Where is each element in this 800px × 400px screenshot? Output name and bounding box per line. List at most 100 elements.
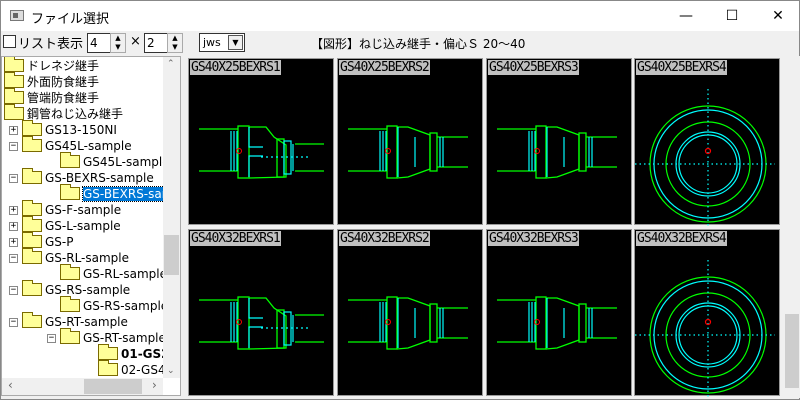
folder-icon	[4, 88, 24, 104]
times-sign: ×	[130, 34, 141, 49]
scroll-right-icon[interactable]: ›	[152, 378, 157, 392]
side-view-drawing	[497, 125, 617, 179]
thumbnail-gs40x32bexrs2[interactable]: GS40X32BEXRS2	[337, 229, 483, 396]
close-button[interactable]: ✕	[772, 8, 784, 24]
folder-icon	[4, 104, 24, 120]
columns-stepper[interactable]: ▲▼	[110, 33, 126, 53]
collapse-icon[interactable]: −	[9, 173, 18, 183]
folder-icon	[22, 168, 42, 184]
grid-vertical-scrollbar[interactable]	[784, 56, 800, 398]
tree-item-label: GS-RT-sample	[83, 331, 163, 345]
collapse-icon[interactable]: −	[9, 253, 18, 263]
tree-item[interactable]: GS-RL-sample	[22, 248, 130, 266]
thumbnail-gs40x25bexrs3[interactable]: GS40X25BEXRS3	[486, 58, 632, 225]
collapse-icon[interactable]: −	[9, 285, 18, 295]
rows-stepper[interactable]: ▲▼	[167, 33, 183, 53]
minimize-button[interactable]: —	[679, 8, 693, 24]
extension-select[interactable]: jws ▼	[199, 33, 245, 52]
title-bar: ファイル選択 — ☐ ✕	[1, 1, 799, 31]
tree-item-label: GS-L-sample	[45, 219, 121, 233]
tree-horizontal-scrollbar[interactable]: ‹ ›	[2, 378, 163, 395]
scroll-left-icon[interactable]: ‹	[8, 378, 13, 392]
thumbnail-gs40x25bexrs4[interactable]: GS40X25BEXRS4	[634, 58, 780, 226]
tree-item[interactable]: 外面防食継手	[4, 72, 100, 90]
thumbnail-label: GS40X25BEXRS2	[339, 60, 430, 75]
thumbnail-gs40x32bexrs3[interactable]: GS40X32BEXRS3	[486, 229, 632, 396]
list-view-label: リスト表示	[18, 37, 84, 52]
tree-item[interactable]: 鋼管ねじ込み継手	[4, 104, 124, 122]
tree-item[interactable]: ドレネジ継手	[4, 57, 100, 74]
tree-item[interactable]: GS-P	[22, 232, 73, 250]
folder-icon	[22, 200, 42, 216]
tree-item-label: 02-GS40RT	[121, 363, 163, 377]
tree-item[interactable]: GS13-150NI	[22, 120, 117, 138]
folder-tree-viewport: ドレネジ継手外面防食継手管端防食継手鋼管ねじ込み継手+GS13-150NI−GS…	[2, 57, 163, 378]
tree-item[interactable]: GS-RT-sample	[22, 312, 128, 330]
expand-icon[interactable]: +	[9, 125, 18, 135]
tree-item[interactable]: GS45L-sample	[22, 136, 132, 154]
thumbnail-label: GS40X25BEXRS4	[636, 60, 727, 75]
thumbnail-gs40x32bexrs1[interactable]: GS40X32BEXRS1	[188, 229, 334, 396]
tree-item[interactable]: 管端防食継手	[4, 88, 99, 106]
thumbnail-gs40x25bexrs2[interactable]: GS40X25BEXRS2	[337, 58, 483, 225]
tree-item[interactable]: 01-GS20-32R	[98, 344, 163, 362]
list-view-checkbox[interactable]	[3, 35, 16, 48]
category-heading: 【図形】ねじ込み継手・偏心Ｓ 20～40	[311, 37, 526, 51]
tree-item[interactable]: 02-GS40RT	[98, 360, 163, 378]
scroll-up-icon[interactable]: ⌃	[167, 59, 175, 69]
tree-item-label: 鋼管ねじ込み継手	[27, 107, 124, 121]
tree-item-label: GS-RL-sample	[45, 251, 130, 265]
maximize-button[interactable]: ☐	[725, 8, 739, 24]
expand-icon[interactable]: +	[9, 205, 18, 215]
tree-item[interactable]: GS-RS-sample	[22, 280, 131, 298]
tree-item-label: ドレネジ継手	[27, 59, 100, 73]
scroll-down-icon[interactable]: ⌄	[167, 366, 175, 376]
collapse-icon[interactable]: −	[9, 317, 18, 327]
thumbnail-gs40x32bexrs4[interactable]: GS40X32BEXRS4	[634, 229, 780, 397]
folder-icon	[22, 136, 42, 152]
tree-item[interactable]: GS-RT-sample	[60, 328, 163, 346]
expand-icon[interactable]: +	[9, 237, 18, 247]
thumbnail-grid: GS40X25BEXRS1 GS40X25BEXRS2 GS40X25BEXRS…	[186, 56, 784, 398]
thumbnail-label: GS40X32BEXRS3	[488, 231, 579, 246]
folder-icon	[22, 216, 42, 232]
folder-tree[interactable]: ドレネジ継手外面防食継手管端防食継手鋼管ねじ込み継手+GS13-150NI−GS…	[1, 56, 181, 396]
tree-item[interactable]: GS-L-sample	[22, 216, 121, 234]
tree-item[interactable]: GS-RL-sample	[60, 264, 163, 282]
folder-icon	[60, 152, 80, 168]
chevron-down-icon[interactable]: ▼	[228, 35, 243, 50]
folder-icon	[22, 280, 42, 296]
extension-value: jws	[203, 36, 221, 49]
tree-scroll-thumb[interactable]	[164, 235, 179, 275]
thumbnail-label: GS40X32BEXRS4	[636, 231, 727, 246]
tree-item[interactable]: GS-F-sample	[22, 200, 122, 218]
tree-item-label: GS-F-sample	[45, 203, 122, 217]
thumbnail-label: GS40X25BEXRS3	[488, 60, 579, 75]
tree-item[interactable]: GS-RS-sample	[60, 296, 163, 314]
folder-icon	[60, 328, 80, 344]
collapse-icon[interactable]: −	[47, 333, 56, 343]
tree-hscroll-thumb[interactable]	[84, 379, 142, 394]
tree-item-label: GS13-150NI	[45, 123, 117, 137]
folder-icon	[22, 312, 42, 328]
folder-icon	[22, 248, 42, 264]
tree-item-label: GS-RS-sample	[45, 283, 131, 297]
tree-item-label: 外面防食継手	[27, 75, 100, 89]
tree-item-label: GS-BEXRS-sample	[82, 186, 163, 202]
rows-input[interactable]: 2	[144, 33, 168, 53]
thumbnail-gs40x25bexrs1[interactable]: GS40X25BEXRS1	[188, 58, 334, 225]
tree-item-label: 01-GS20-32R	[121, 347, 163, 361]
tree-item[interactable]: GS45L-sample	[60, 152, 163, 170]
tree-item-label: GS-RS-sample	[83, 299, 163, 313]
tree-item[interactable]: GS-BEXRS-sample	[22, 168, 154, 186]
folder-icon	[60, 296, 80, 312]
columns-input[interactable]: 4	[87, 33, 111, 53]
tree-vertical-scrollbar[interactable]: ⌃ ⌄	[163, 57, 180, 378]
grid-scroll-thumb[interactable]	[785, 314, 799, 388]
folder-icon	[4, 72, 24, 88]
tree-item[interactable]: GS-BEXRS-sample	[60, 184, 163, 202]
collapse-icon[interactable]: −	[9, 141, 18, 151]
expand-icon[interactable]: +	[9, 221, 18, 231]
app-icon	[10, 10, 24, 21]
tree-item-label: GS45L-sample	[45, 139, 132, 153]
